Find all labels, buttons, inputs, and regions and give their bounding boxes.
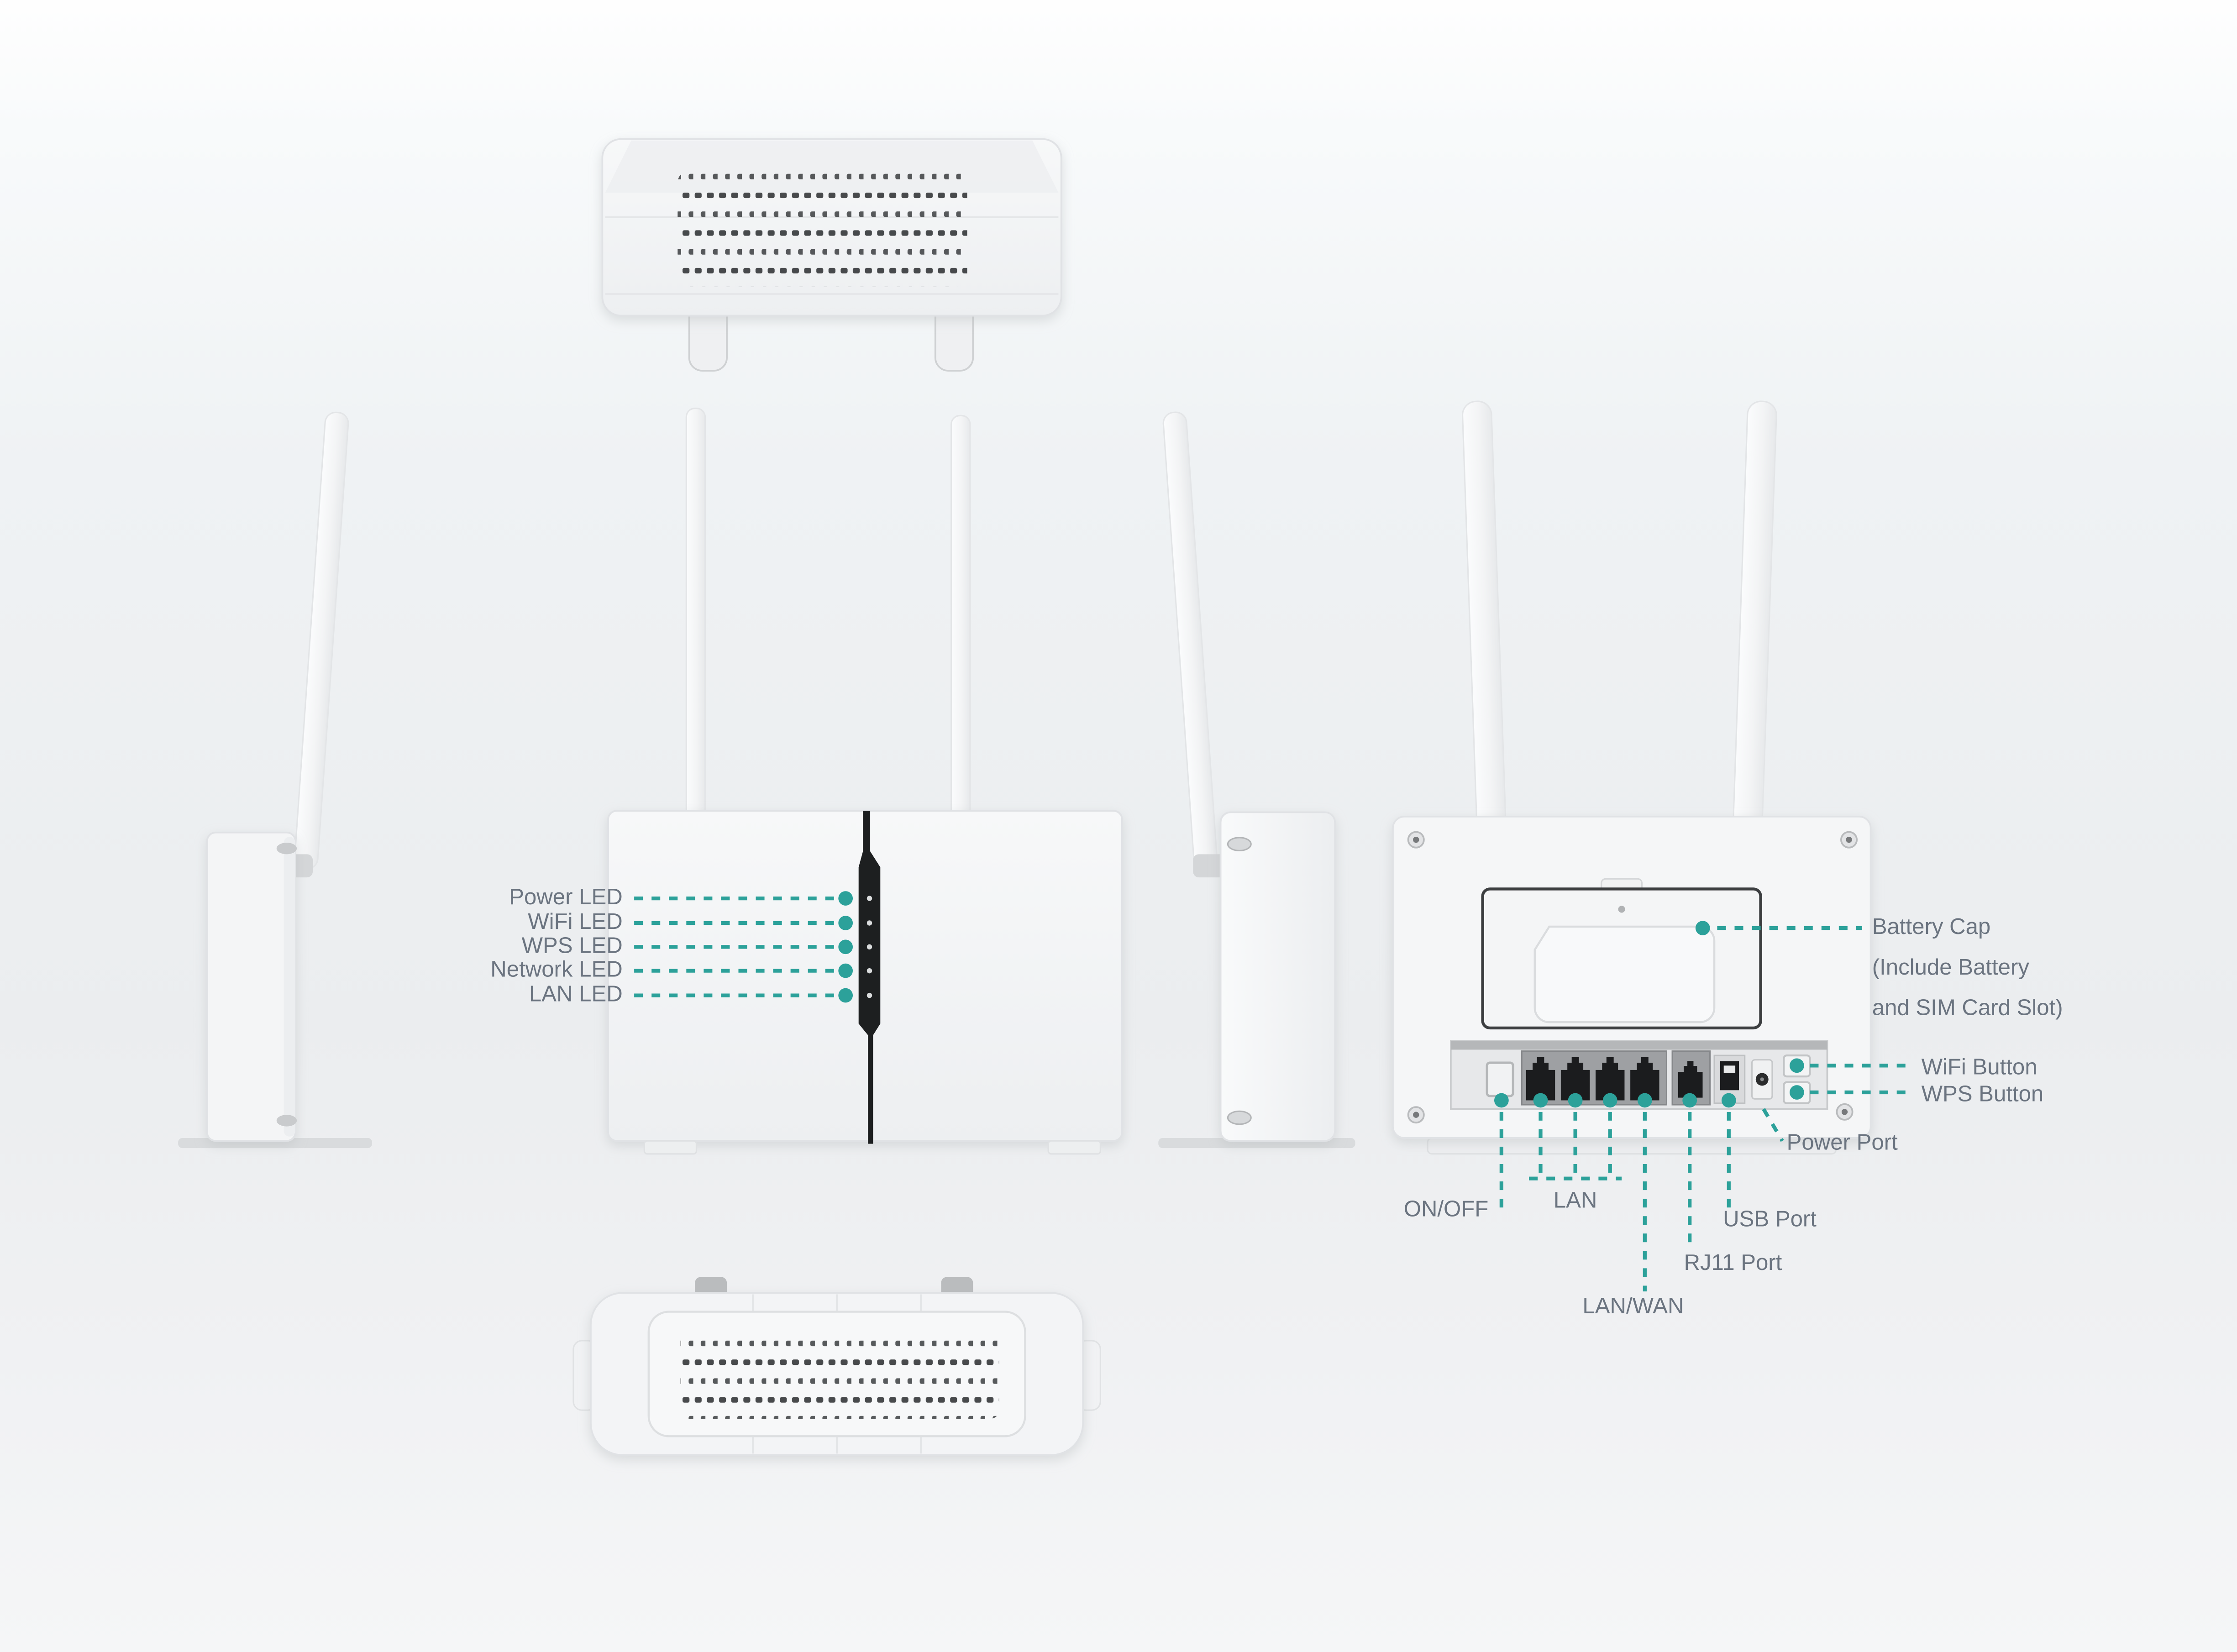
callout-wps-led: WPS LED [522,933,853,958]
side-body-edge [284,837,295,1137]
wps-button-label: WPS Button [1922,1081,2044,1106]
antenna-right [1733,400,1777,829]
lan-label: LAN [1554,1188,1597,1212]
callout-lan-led: LAN LED [529,982,853,1007]
bottom-view [572,1277,1101,1456]
antenna [1162,411,1218,870]
callout-lan: LAN [1529,1093,1622,1212]
screw-top-right [1840,831,1858,849]
callout-wps-button: WPS Button [1790,1081,2043,1106]
battery-cap-label-line2: (Include Battery [1872,955,2030,980]
led-power-icon [866,896,872,901]
callout-usb-port: USB Port [1721,1093,1817,1232]
wifi-button-label: WiFi Button [1922,1055,2037,1080]
callout-battery-cap: Battery Cap (Include Battery and SIM Car… [1695,914,2063,1020]
screw-bottom-right [1836,1103,1854,1121]
callout-network-led: Network LED [490,957,853,982]
side-body [1219,811,1336,1142]
back-view [1392,400,1872,1155]
led-strip [858,811,881,1144]
side-body [206,831,296,1142]
callout-wifi-button: WiFi Button [1790,1055,2037,1080]
lan-wan-label: LAN/WAN [1582,1294,1684,1318]
side-view-right [1158,411,1355,1149]
antenna-left [685,407,706,820]
top-view [601,138,1062,372]
side-view-left [178,411,373,1149]
usb-port-tongue [1723,1065,1736,1073]
on-off-label: ON/OFF [1404,1197,1489,1222]
callout-lan-wan: LAN/WAN [1582,1093,1684,1318]
battery-cap-mark [1618,906,1625,913]
led-lan-icon [866,992,872,998]
network-led-label: Network LED [490,957,622,982]
wifi-led-label: WiFi LED [528,909,622,934]
led-indicators [866,896,872,998]
power-port-label: Power Port [1787,1130,1898,1155]
led-wps-icon [866,944,872,950]
clip-top [1227,837,1252,852]
power-led-label: Power LED [509,885,623,909]
clip-top [276,842,297,855]
battery-cap-label-line3: and SIM Card Slot) [1872,996,2063,1020]
led-wifi-icon [866,920,872,926]
foot-right [1047,1140,1101,1155]
front-callouts: Power LED WiFi LED WPS LED Network LED L… [490,885,853,1007]
clip-bottom [1227,1110,1252,1125]
callout-power-led: Power LED [509,885,853,909]
back-base [1427,1137,1837,1155]
led-network-icon [866,968,872,974]
port-strip-shadow [1450,1041,1827,1050]
foot-left [643,1140,698,1155]
clip-bottom [276,1115,297,1127]
bottom-vent-grid [680,1332,999,1419]
callout-wifi-led: WiFi LED [528,909,853,934]
rj11-port-label: RJ11 Port [1684,1250,1782,1275]
on-off-button [1486,1061,1514,1097]
lan-led-label: LAN LED [529,982,623,1007]
back-callouts: Battery Cap (Include Battery and SIM Car… [1404,914,2063,1318]
battery-cap-recess [1533,925,1716,1023]
wps-led-label: WPS LED [522,933,623,958]
antenna [294,411,349,870]
screw-bottom-left [1407,1106,1425,1124]
antenna-right [950,414,971,820]
callout-power-port: Power Port [1762,1108,1898,1155]
usb-port-label: USB Port [1723,1207,1817,1232]
power-port-pin [1760,1077,1764,1081]
callout-rj11-port: RJ11 Port [1682,1093,1782,1275]
screw-top-left [1407,831,1425,849]
antenna-left [1461,400,1507,829]
battery-cap-label-line1: Battery Cap [1872,914,1990,939]
top-vent-grid [677,171,967,287]
front-view [607,407,1123,1155]
